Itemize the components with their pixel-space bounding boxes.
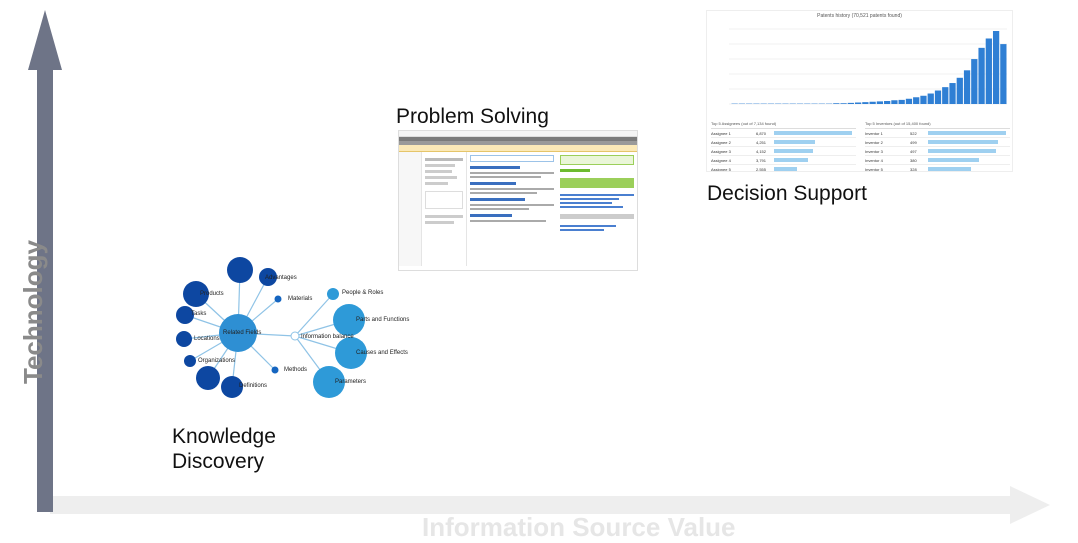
decision-support-screenshot: Patents history (70,521 patents found) T… — [706, 10, 1013, 172]
chart-bar — [986, 38, 992, 104]
chart-bar — [870, 102, 876, 104]
chart-bar — [877, 101, 883, 104]
label-parameters: Parameters — [335, 379, 366, 385]
chart-bar — [942, 87, 948, 104]
y-axis-label: Technology — [18, 240, 49, 384]
x-axis-label: Information Source Value — [422, 512, 736, 543]
problem-solving-screenshot — [398, 130, 638, 271]
label-advantages: Advantages — [265, 275, 297, 281]
knowledge-discovery-line1: Knowledge — [172, 424, 276, 449]
chart-bar — [1000, 44, 1006, 104]
label-causes-effects: Causes and Effects — [356, 350, 408, 356]
inventor-row-name: Inventor 5 — [865, 167, 910, 172]
assignee-row-value: 6,870 — [756, 131, 774, 136]
chart-bar — [920, 96, 926, 104]
top-inventors-title: Top 5 Inventors (out of 15,400 found) — [865, 121, 1010, 129]
inventor-row-name: Inventor 1 — [865, 131, 910, 136]
chart-bar — [971, 59, 977, 104]
chart-bar — [833, 103, 839, 104]
top-assignees-table: Top 5 Assignees (out of 7,134 found) Ass… — [711, 121, 856, 172]
assignee-row-value: 4,251 — [756, 140, 774, 145]
assignee-row-bar — [774, 167, 797, 171]
top-assignees-title: Top 5 Assignees (out of 7,134 found) — [711, 121, 856, 129]
chart-bar — [949, 83, 955, 104]
knowledge-discovery-line2: Discovery — [172, 449, 276, 474]
chart-bar — [913, 97, 919, 104]
label-methods: Methods — [284, 367, 307, 373]
inventor-row-bar — [928, 131, 1006, 135]
assignee-row-name: Assignee 3 — [711, 149, 756, 154]
label-products: Products — [200, 291, 224, 297]
chart-bar — [855, 103, 861, 105]
chart-bar — [848, 103, 854, 104]
top-inventors-table: Top 5 Inventors (out of 15,400 found) In… — [865, 121, 1010, 172]
chart-bar — [891, 100, 897, 104]
inventor-row-name: Inventor 3 — [865, 149, 910, 154]
chart-bar — [978, 48, 984, 104]
inventor-row-name: Inventor 4 — [865, 158, 910, 163]
assignee-row-name: Assignee 1 — [711, 131, 756, 136]
inventor-row-value: 380 — [910, 158, 928, 163]
inventor-row-value: 328 — [910, 167, 928, 172]
chart-bar — [884, 101, 890, 104]
label-definitions: Definitions — [239, 383, 267, 389]
label-materials: Materials — [288, 296, 312, 302]
inventor-row-bar — [928, 158, 979, 162]
label-organizations: Organizations — [198, 358, 235, 364]
assignee-row-name: Assignee 4 — [711, 158, 756, 163]
assignee-row-value: 4,152 — [756, 149, 774, 154]
inventor-row-value: 499 — [910, 140, 928, 145]
assignee-row-bar — [774, 149, 813, 153]
knowledge-discovery-label: Knowledge Discovery — [172, 424, 276, 474]
decision-support-label: Decision Support — [707, 181, 867, 206]
label-tasks: Tasks — [191, 311, 206, 317]
assignee-row-name: Assignee 5 — [711, 167, 756, 172]
label-parts-functions: Parts and Functions — [356, 317, 409, 323]
assignee-row-bar — [774, 131, 852, 135]
label-information: Information balance — [301, 334, 354, 340]
network-labels: Related Fields Information balance Produ… — [165, 255, 415, 410]
label-locations: Locations — [194, 336, 220, 342]
problem-solving-label: Problem Solving — [396, 104, 549, 129]
inventor-row-name: Inventor 2 — [865, 140, 910, 145]
assignee-row-value: 2,555 — [756, 167, 774, 172]
chart-bar — [964, 70, 970, 104]
chart-bar — [935, 91, 941, 104]
inventor-row-value: 522 — [910, 131, 928, 136]
inventor-row-value: 497 — [910, 149, 928, 154]
chart-bar — [928, 94, 934, 104]
label-related-fields: Related Fields — [223, 330, 261, 336]
assignee-row-value: 3,791 — [756, 158, 774, 163]
inventor-row-bar — [928, 167, 971, 171]
patents-history-chart — [707, 19, 1012, 111]
inventor-row-bar — [928, 149, 996, 153]
chart-bar — [906, 99, 912, 104]
assignee-row-name: Assignee 2 — [711, 140, 756, 145]
inventor-row-bar — [928, 140, 998, 144]
chart-bar — [993, 31, 999, 104]
chart-bars — [732, 31, 1007, 104]
assignee-row-bar — [774, 140, 815, 144]
chart-bar — [957, 78, 963, 104]
label-people-roles: People & Roles — [342, 290, 383, 296]
chart-bar — [899, 100, 905, 104]
chart-bar — [840, 103, 846, 104]
chart-bar — [862, 102, 868, 104]
assignee-row-bar — [774, 158, 808, 162]
